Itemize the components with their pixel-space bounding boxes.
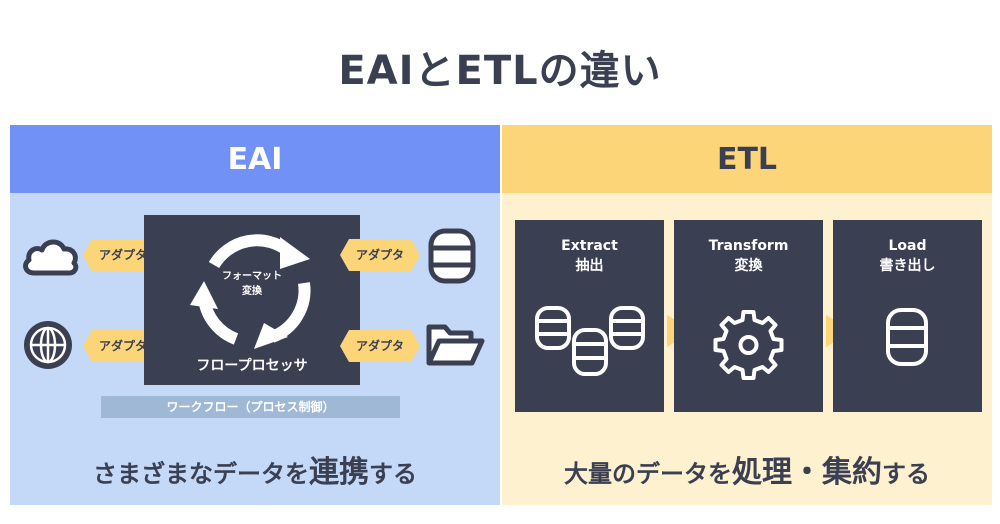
adapter-label: アダプタ (355, 339, 404, 353)
adapter-cloud: アダプタ (83, 239, 163, 271)
etl-step-load: Load 書き出し (833, 220, 982, 412)
etl-step-transform: Transform 変換 (674, 220, 823, 412)
step-title: Extract 抽出 (561, 238, 618, 274)
etl-panel: ETL Extract 抽出 Transform 変換 (502, 125, 992, 505)
format-conversion-label: フォーマット 変換 (222, 271, 282, 297)
step-title: Transform 変換 (708, 238, 789, 274)
eai-panel: EAI アダプタ アダプタ (10, 125, 500, 505)
gear-icon (713, 310, 784, 380)
page-title: EAIとETLの違い (338, 48, 662, 94)
adapter-folder: アダプタ (340, 330, 420, 362)
flow-processor-label: フロープロセッサ (196, 358, 308, 374)
etl-header: ETL (502, 125, 992, 193)
adapter-label: アダプタ (98, 339, 147, 353)
eai-caption: さまざまなデータを連携する (93, 455, 417, 490)
flow-processor: フォーマット 変換 フロープロセッサ (144, 215, 360, 385)
etl-step-extract: Extract 抽出 (515, 220, 664, 412)
database-icon (428, 228, 476, 284)
globe-icon (24, 321, 72, 369)
workflow-bar: ワークフロー（プロセス制御） (101, 396, 400, 418)
adapter-label: アダプタ (355, 248, 404, 262)
eai-header: EAI (10, 125, 500, 193)
folder-icon (426, 324, 485, 366)
adapter-web: アダプタ (83, 330, 163, 362)
cloud-icon (23, 239, 79, 276)
adapter-database: アダプタ (340, 239, 420, 271)
step-title: Load 書き出し (879, 238, 936, 274)
cycle-arrows-icon (190, 234, 311, 349)
databases-icon (535, 306, 645, 376)
database-icon (886, 308, 928, 366)
adapter-label: アダプタ (98, 248, 147, 262)
etl-caption: 大量のデータを処理・集約する (564, 455, 930, 490)
